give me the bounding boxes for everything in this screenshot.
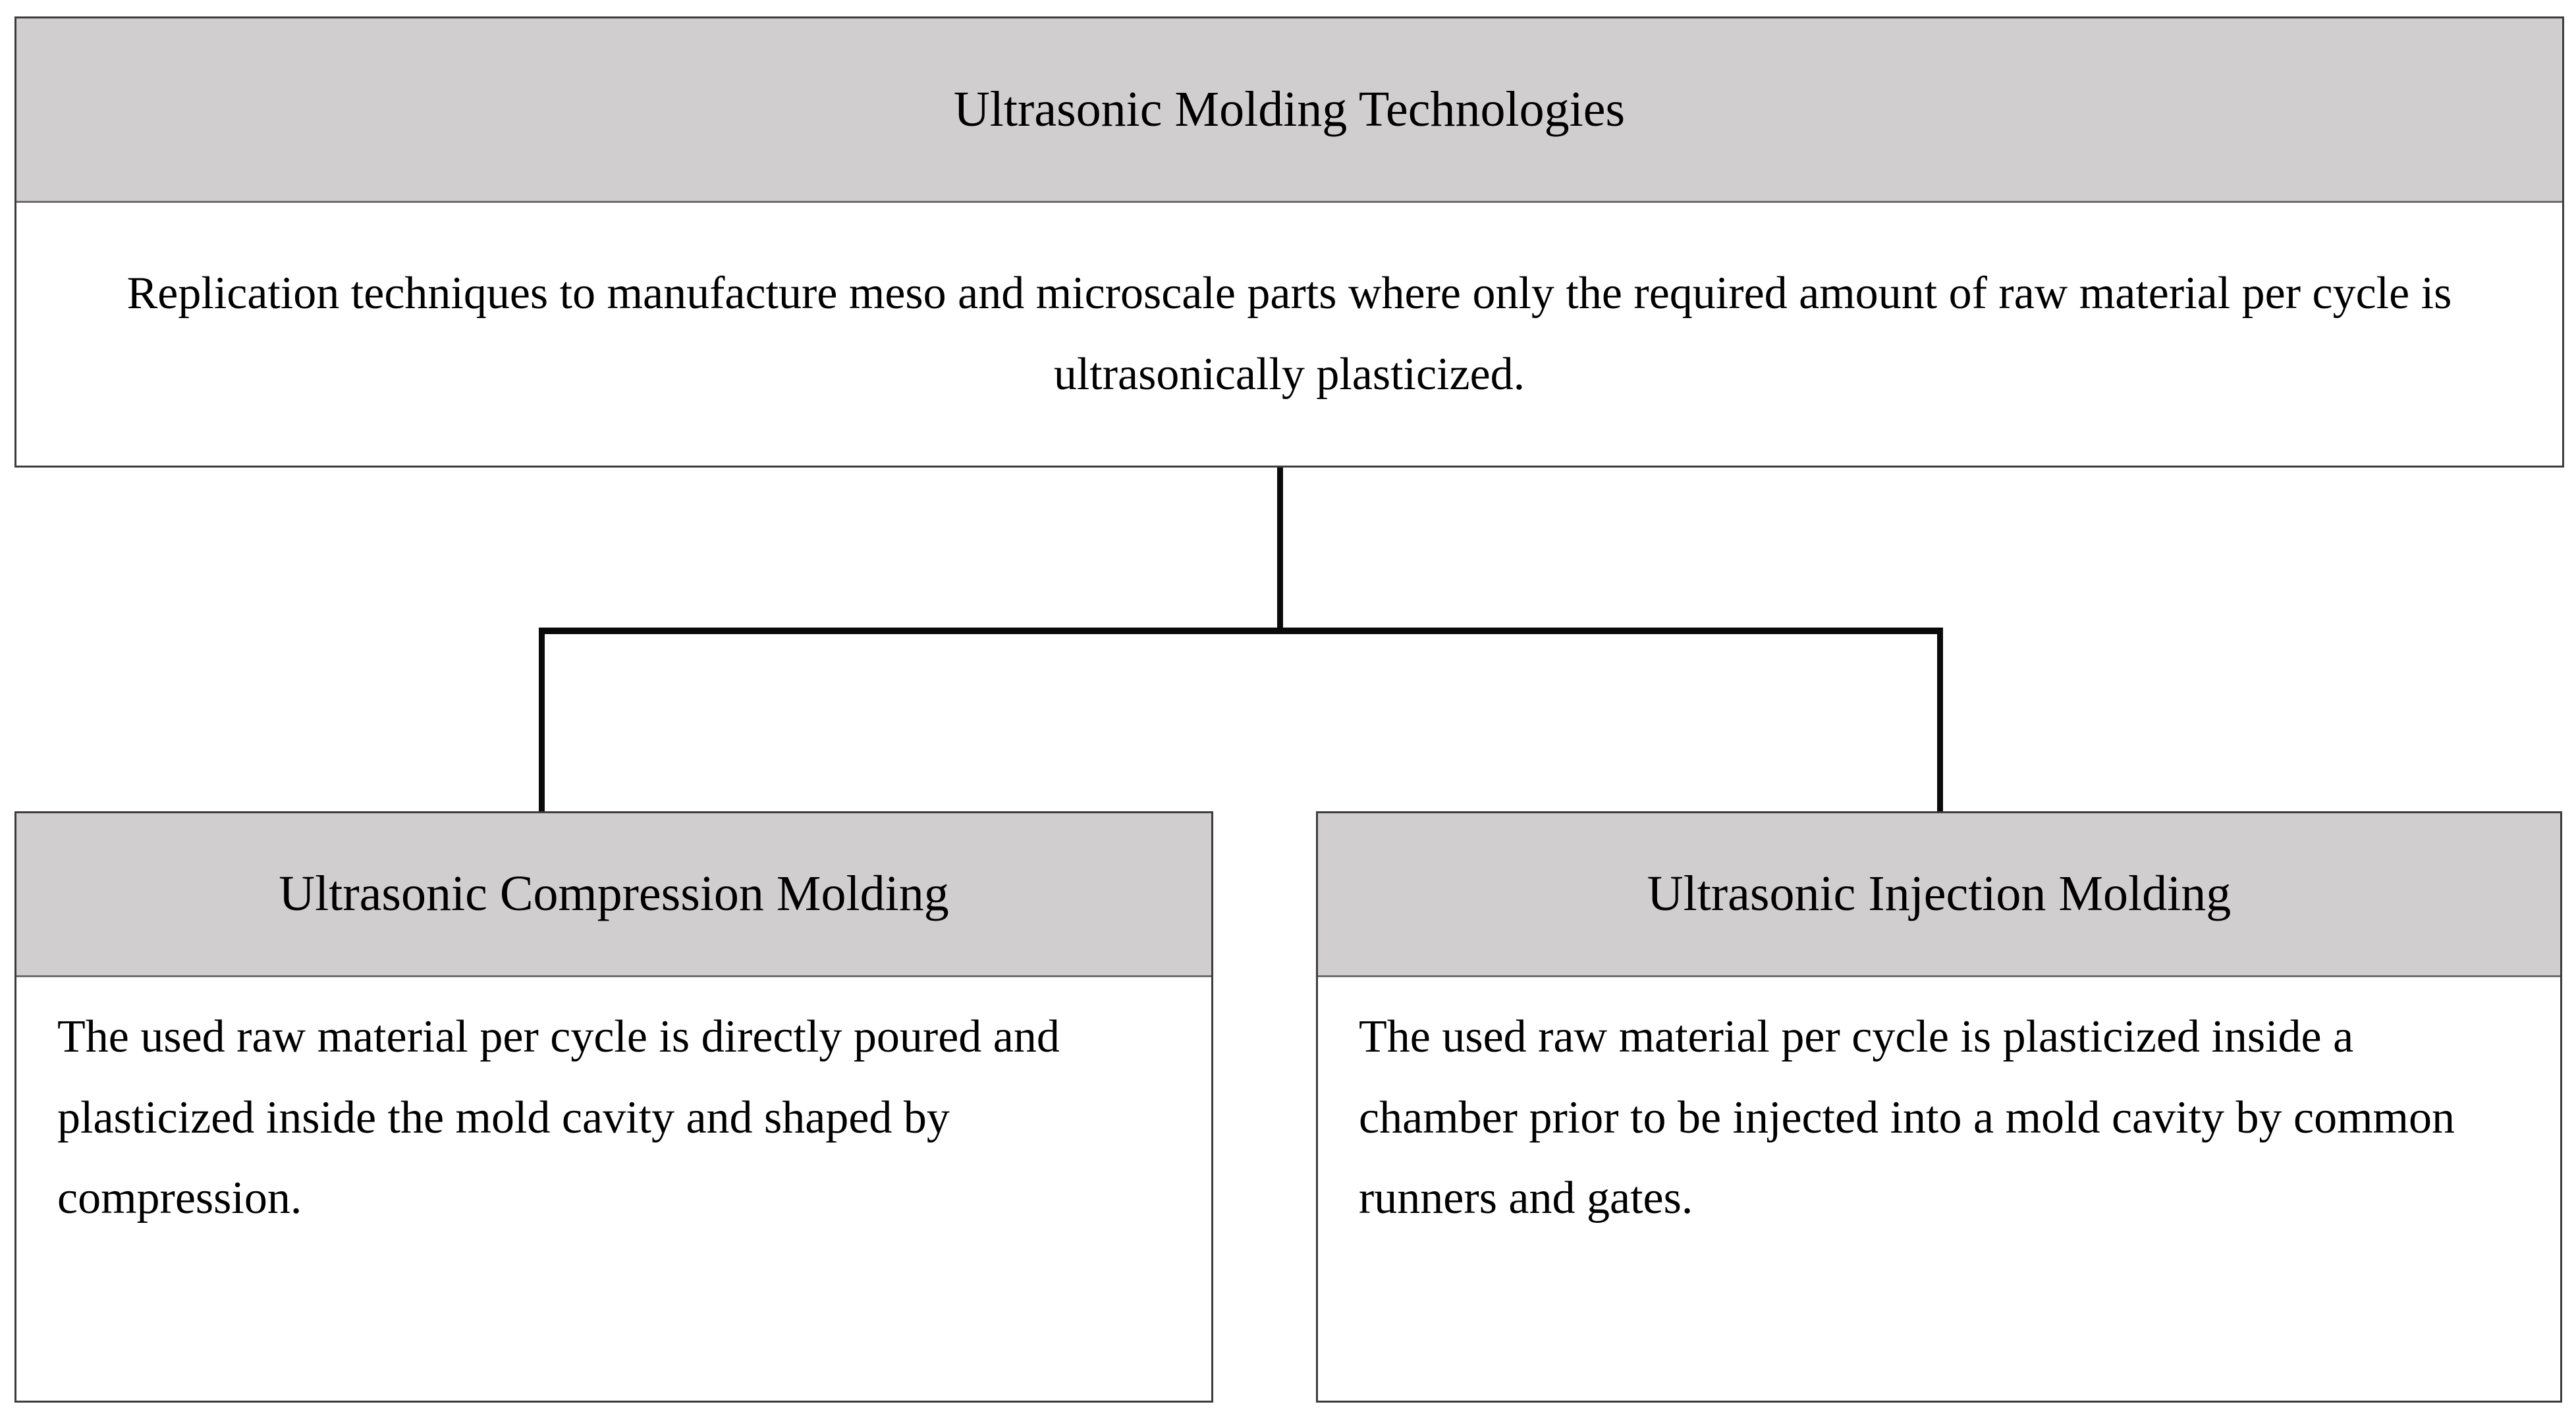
root-node-header: Ultrasonic Molding Technologies [16, 18, 2562, 203]
node-ultrasonic-injection-molding: Ultrasonic Injection Molding The used ra… [1316, 811, 2562, 1403]
compression-node-body: The used raw material per cycle is direc… [16, 977, 1211, 1401]
node-ultrasonic-compression-molding: Ultrasonic Compression Molding The used … [14, 811, 1213, 1403]
root-node-description: Replication techniques to manufacture me… [126, 268, 2452, 400]
connector-crossbar-line [539, 628, 1943, 634]
compression-node-description: The used raw material per cycle is direc… [57, 1011, 1060, 1223]
root-node-title: Ultrasonic Molding Technologies [953, 81, 1626, 137]
injection-node-body: The used raw material per cycle is plast… [1318, 977, 2560, 1401]
node-ultrasonic-molding-technologies: Ultrasonic Molding Technologies Replicat… [14, 16, 2564, 468]
compression-node-title: Ultrasonic Compression Molding [279, 866, 949, 922]
root-node-body: Replication techniques to manufacture me… [16, 203, 2562, 466]
connector-stem-line [1277, 468, 1283, 633]
compression-node-header: Ultrasonic Compression Molding [16, 813, 1211, 977]
connector-left-drop-line [539, 628, 545, 813]
injection-node-description: The used raw material per cycle is plast… [1359, 1011, 2455, 1223]
injection-node-header: Ultrasonic Injection Molding [1318, 813, 2560, 977]
connector-right-drop-line [1937, 628, 1943, 813]
injection-node-title: Ultrasonic Injection Molding [1647, 866, 2232, 922]
